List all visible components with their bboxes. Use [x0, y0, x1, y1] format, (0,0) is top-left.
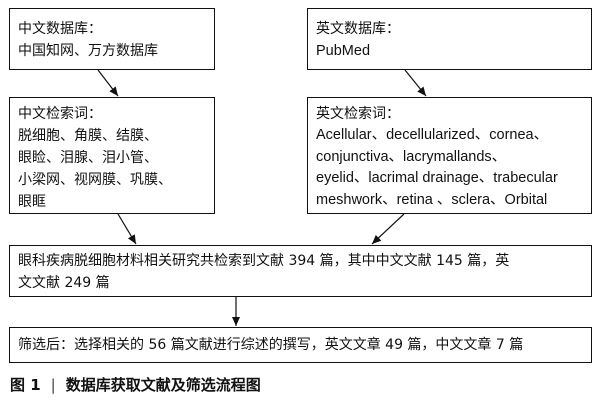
- node-en-terms-body: Acellular、decellularized、cornea、 conjunc…: [316, 127, 558, 208]
- node-en-db-title: 英文数据库：: [316, 21, 400, 37]
- caption-separator: |: [50, 376, 56, 394]
- arrow-en-db-to-en-terms: [404, 69, 427, 97]
- node-cn-terms-body: 脱细胞、角膜、结膜、 眼睑、泪腺、泪小管、 小梁网、视网膜、巩膜、 眼眶: [18, 128, 172, 210]
- node-en-terms: 英文检索词： Acellular、decellularized、cornea、 …: [307, 97, 592, 214]
- figure-caption: 图 1 | 数据库获取文献及筛选流程图: [10, 374, 261, 396]
- arrow-en-terms-to-result: [371, 213, 405, 245]
- node-en-db: 英文数据库： PubMed: [307, 8, 592, 70]
- node-en-db-body: PubMed: [316, 43, 371, 59]
- node-cn-db-body: 中国知网、万方数据库: [18, 43, 158, 59]
- node-screening-body: 筛选后：选择相关的 56 篇文献进行综述的撰写，英文文章 49 篇，中文文章 7…: [18, 337, 524, 353]
- node-en-terms-title: 英文检索词：: [316, 106, 400, 122]
- figure-number: 图 1: [10, 376, 41, 394]
- node-cn-db: 中文数据库： 中国知网、万方数据库: [9, 8, 215, 70]
- arrow-cn-db-to-cn-terms: [97, 69, 119, 97]
- node-screening: 筛选后：选择相关的 56 篇文献进行综述的撰写，英文文章 49 篇，中文文章 7…: [9, 327, 592, 363]
- node-cn-db-title: 中文数据库：: [18, 21, 102, 37]
- node-search-result: 眼科疾病脱细胞材料相关研究共检索到文献 394 篇，其中中文文献 145 篇，英…: [9, 245, 592, 297]
- caption-text: 数据库获取文献及筛选流程图: [65, 376, 261, 394]
- node-search-result-body: 眼科疾病脱细胞材料相关研究共检索到文献 394 篇，其中中文文献 145 篇，英…: [18, 253, 510, 291]
- node-cn-terms: 中文检索词： 脱细胞、角膜、结膜、 眼睑、泪腺、泪小管、 小梁网、视网膜、巩膜、…: [9, 97, 215, 214]
- arrow-cn-terms-to-result: [117, 213, 137, 245]
- node-cn-terms-title: 中文检索词：: [18, 106, 102, 122]
